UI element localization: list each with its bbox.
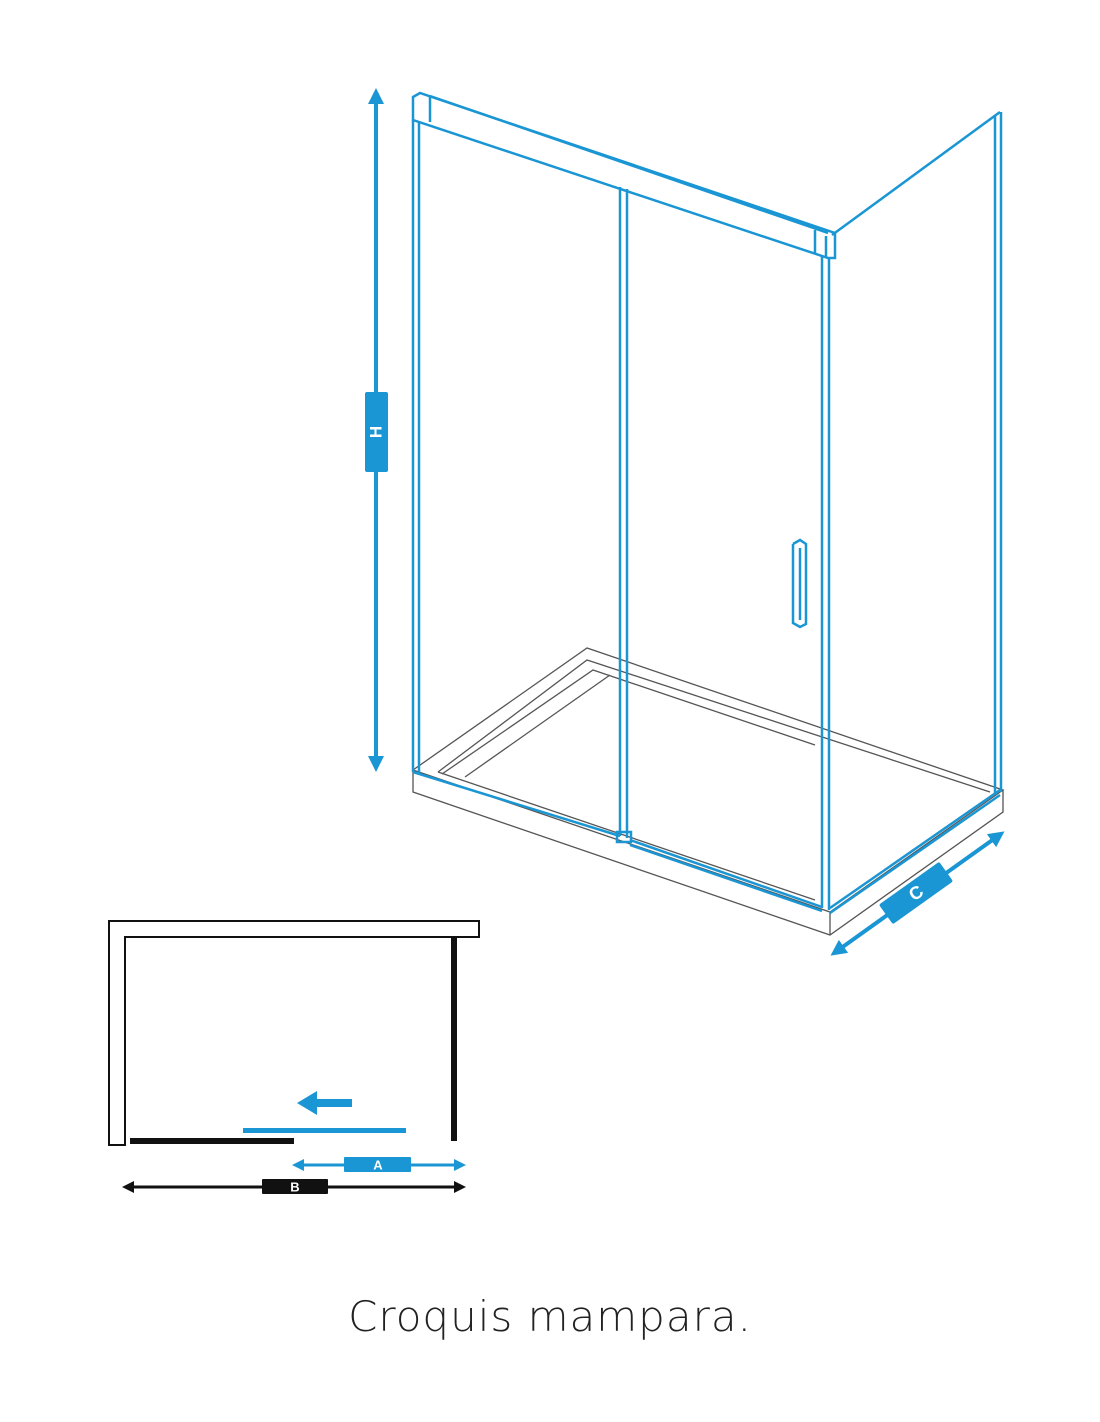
diagram-caption: Croquis mampara. xyxy=(348,1292,752,1341)
height-label: H xyxy=(367,426,386,438)
slide-direction-arrow-icon xyxy=(297,1091,352,1115)
side-panel xyxy=(451,937,457,1141)
floor-plan: A B xyxy=(108,920,480,1195)
depth-dimension: C xyxy=(830,831,1005,956)
wall-outline xyxy=(108,920,480,1146)
height-dimension: H xyxy=(365,88,388,772)
door-handle xyxy=(791,538,808,629)
total-width-label: B xyxy=(290,1180,299,1195)
glass-frame xyxy=(411,91,1003,915)
door-width-label: A xyxy=(373,1158,383,1173)
sliding-door xyxy=(243,1128,406,1133)
fixed-panel xyxy=(130,1138,294,1144)
